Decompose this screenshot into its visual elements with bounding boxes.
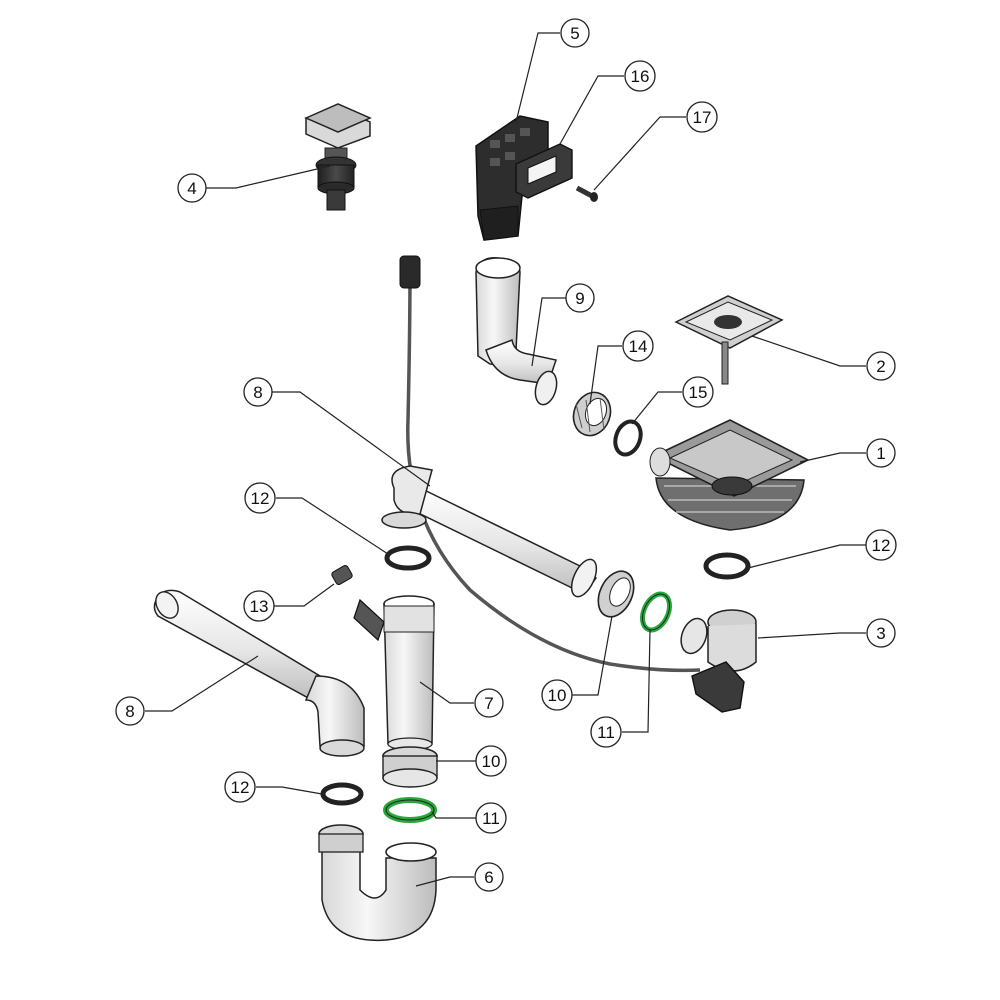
callout-16: 16 (624, 60, 656, 92)
callout-12-lower: 12 (224, 771, 256, 803)
screw-part (575, 185, 598, 202)
callout-6: 6 (474, 862, 504, 892)
callout-2: 2 (866, 351, 896, 381)
callout-14: 14 (622, 330, 654, 362)
overflow-elbow-part (475, 257, 558, 406)
callout-10-lower: 10 (475, 745, 507, 777)
svg-text:2: 2 (876, 357, 885, 376)
strainer-cover-part (674, 295, 784, 385)
callout-12-right: 12 (865, 529, 897, 561)
leader-lines (145, 32, 866, 887)
svg-text:17: 17 (693, 108, 712, 127)
small-connector-part (331, 565, 353, 585)
green-seal-right (639, 591, 673, 633)
outlet-connector-part (680, 609, 757, 713)
svg-text:8: 8 (253, 383, 262, 402)
svg-text:16: 16 (631, 67, 650, 86)
overflow-cover-part (475, 115, 549, 241)
green-seal-lower (383, 797, 437, 823)
callout-10-right: 10 (541, 679, 573, 711)
svg-text:7: 7 (484, 694, 493, 713)
svg-text:10: 10 (548, 686, 567, 705)
svg-text:6: 6 (484, 868, 493, 887)
svg-text:8: 8 (125, 702, 134, 721)
svg-text:11: 11 (482, 809, 500, 828)
svg-text:13: 13 (250, 597, 269, 616)
callout-7: 7 (474, 688, 504, 718)
callout-11-right: 11 (590, 716, 622, 748)
callout-17: 17 (686, 101, 718, 133)
svg-text:15: 15 (689, 383, 708, 402)
hose-end-connector (399, 255, 421, 289)
push-button-part (304, 103, 372, 211)
callout-5: 5 (560, 18, 590, 48)
overflow-gasket-part (515, 143, 573, 199)
svg-text:1: 1 (876, 444, 885, 463)
washer-part-mid (384, 545, 432, 571)
washer-part-right (703, 552, 751, 580)
strainer-basket-part (649, 419, 810, 531)
svg-text:4: 4 (187, 179, 196, 198)
svg-text:9: 9 (575, 289, 584, 308)
svg-text:14: 14 (629, 337, 648, 356)
svg-text:12: 12 (872, 536, 891, 555)
callout-9: 9 (565, 283, 595, 313)
callout-8-lower: 8 (115, 696, 145, 726)
svg-text:11: 11 (597, 723, 615, 742)
callout-15: 15 (682, 376, 714, 408)
callout-1: 1 (866, 438, 896, 468)
coupling-nut-lower (382, 746, 438, 788)
callout-3: 3 (866, 618, 896, 648)
callout-4: 4 (177, 173, 207, 203)
sealing-ring-part (613, 419, 643, 457)
coupling-nut-part (572, 391, 612, 437)
svg-text:10: 10 (482, 752, 501, 771)
callout-13: 13 (243, 590, 275, 622)
svg-text:5: 5 (570, 24, 579, 43)
drain-pipe-lower-part (153, 589, 365, 757)
svg-text:3: 3 (876, 624, 885, 643)
washer-part-lower (320, 782, 364, 806)
coupling-nut-right (597, 570, 635, 618)
overflow-hose (406, 269, 701, 673)
vertical-tailpiece-part (353, 595, 435, 751)
callout-11-lower: 11 (475, 802, 507, 834)
drain-pipe-upper-part (381, 465, 598, 598)
svg-text:12: 12 (251, 489, 270, 508)
callout-8-upper: 8 (243, 377, 273, 407)
svg-text:12: 12 (231, 778, 250, 797)
callout-12-upper: 12 (244, 482, 276, 514)
u-trap-part (318, 824, 437, 942)
